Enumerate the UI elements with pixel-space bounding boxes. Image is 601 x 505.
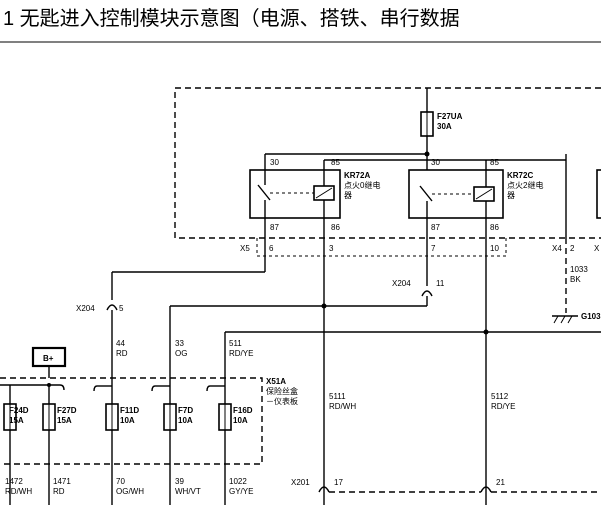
x4-pin-2: 2 (570, 244, 575, 253)
partial-right-module (596, 169, 601, 219)
wire-5111-number: 5111 (329, 392, 346, 401)
diagram-title: 1 无匙进入控制模块示意图（电源、搭铁、串行数据 (3, 7, 460, 30)
fuse-f27d-label: F27D (57, 406, 77, 415)
wire-1471-color: RD (53, 487, 65, 496)
connector-x204-pin5 (106, 304, 118, 311)
ground-g103-label: G103 (581, 312, 601, 321)
fuse-f27d-rating: 15A (57, 416, 72, 425)
wire-5112-color: RD/YE (491, 402, 515, 411)
connector-x201-pin21 (480, 486, 492, 493)
connector-x204-b-label: X204 (392, 279, 411, 288)
underhood-fuse-block-outline (174, 87, 601, 239)
x5-pin-10: 10 (490, 244, 499, 253)
wire-44-number: 44 (116, 339, 125, 348)
x5-pin-7: 7 (431, 244, 436, 253)
x51a-fuse-block-outline (0, 377, 263, 465)
wire-70-color: OG/WH (116, 487, 144, 496)
x5-connector-outline (256, 238, 507, 257)
wire-1033-color: BK (570, 275, 581, 284)
connector-x204-b-pin: 11 (436, 279, 445, 288)
wire-5111-color: RD/WH (329, 402, 356, 411)
relay-kr72c-name2: 器 (507, 191, 515, 200)
fuse-f7d-label: F7D (178, 406, 193, 415)
wire-1033-number: 1033 (570, 265, 588, 274)
wire-44-color: RD (116, 349, 128, 358)
fuse-f16d-rating: 10A (233, 416, 248, 425)
connector-x204-a-label: X204 (76, 304, 95, 313)
kr72c-pin-30: 30 (431, 158, 440, 167)
connector-x5: X5 (240, 244, 250, 253)
relay-kr72a-id: KR72A (344, 171, 370, 180)
fuse-f7d-rating: 10A (178, 416, 193, 425)
wire-1472-color: RD/WH (5, 487, 32, 496)
fuse-f27ua-rating: 30A (437, 122, 452, 131)
wire-511-number: 511 (229, 339, 242, 348)
connector-x201-pin21-label: 21 (496, 478, 505, 487)
fuse-f11d-label: F11D (120, 406, 139, 415)
connector-x201-label: X201 (291, 478, 310, 487)
fuse-f11d-rating: 10A (120, 416, 135, 425)
wire-39-number: 39 (175, 477, 184, 486)
relay-kr72a-name1: 点火0继电 (344, 180, 380, 190)
battery-positive-label: B+ (43, 354, 54, 363)
wire-1472-number: 1472 (5, 477, 23, 486)
wire-1022-number: 1022 (229, 477, 247, 486)
fuse-f24d-rating: 15A (9, 416, 24, 425)
kr72a-pin-86: 86 (331, 223, 340, 232)
wire-1022-color: GY/YE (229, 487, 253, 496)
ground-g103-icon (552, 315, 578, 324)
kr72a-pin-85: 85 (331, 158, 340, 167)
x51a-name1: 保险丝盒 (266, 386, 298, 396)
kr72c-pin-85: 85 (490, 158, 499, 167)
relay-kr72c-name1: 点火2继电 (507, 180, 543, 190)
kr72a-pin-87: 87 (270, 223, 279, 232)
connector-x204-a-pin: 5 (119, 304, 124, 313)
kr72a-pin-30: 30 (270, 158, 279, 167)
kr72c-pin-87: 87 (431, 223, 440, 232)
connector-x204-pin11 (421, 290, 433, 297)
x51a-id: X51A (266, 377, 286, 386)
fuse-f16d-label: F16D (233, 406, 253, 415)
x51a-name2: －仪表板 (266, 396, 298, 406)
fuse-f24d-label: F24D (9, 406, 29, 415)
wire-39-color: WH/VT (175, 487, 201, 496)
relay-kr72c-id: KR72C (507, 171, 533, 180)
wire-33-number: 33 (175, 339, 184, 348)
wire-70-number: 70 (116, 477, 125, 486)
connector-x4: X4 (552, 244, 562, 253)
wire-1471-number: 1471 (53, 477, 71, 486)
relay-kr72a-name2: 器 (344, 191, 352, 200)
x5-pin-6: 6 (269, 244, 274, 253)
wire-5112-number: 5112 (491, 392, 509, 401)
connector-x201-pin17-label: 17 (334, 478, 343, 487)
x4-next-connector: X (594, 244, 600, 253)
kr72c-pin-86: 86 (490, 223, 499, 232)
connector-x201-pin17 (318, 486, 330, 493)
x5-pin-3: 3 (329, 244, 334, 253)
wire-511-color: RD/YE (229, 349, 253, 358)
fuse-f27ua-label: F27UA (437, 112, 463, 121)
wire-33-color: OG (175, 349, 187, 358)
